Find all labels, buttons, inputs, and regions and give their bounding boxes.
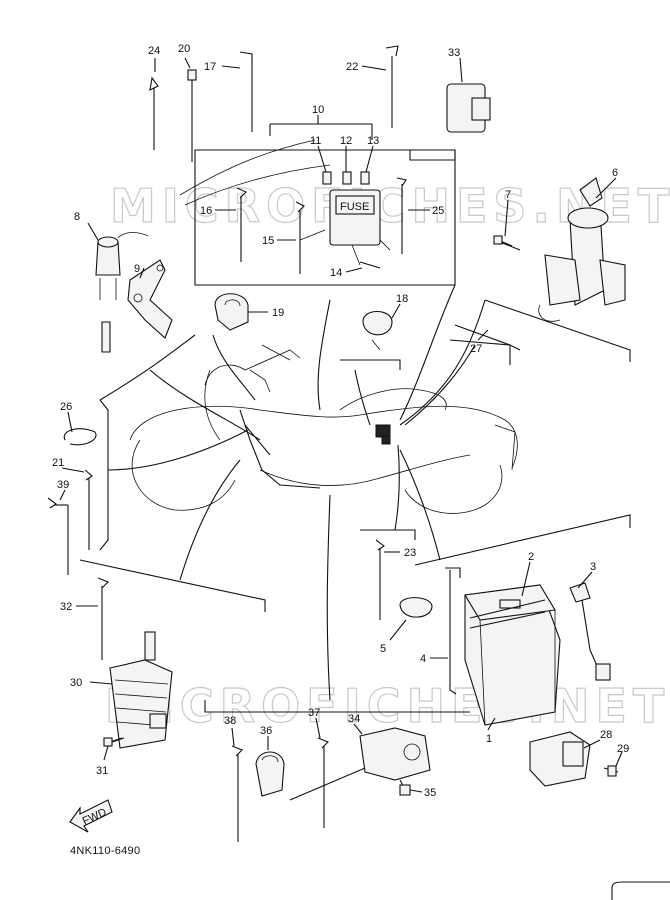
fuse-label: FUSE (340, 201, 369, 213)
callout-16: 16 (200, 205, 212, 217)
callout-26: 26 (60, 401, 72, 413)
callout-17: 17 (204, 61, 216, 73)
callout-6: 6 (612, 167, 618, 179)
callout-29: 29 (617, 743, 629, 755)
main-switch-6 (499, 177, 626, 322)
watermark-bottom: MICROFICHES.NET (105, 679, 670, 733)
group-leaders (79, 149, 631, 713)
callout-38: 38 (224, 715, 236, 727)
callout-19: 19 (272, 307, 284, 319)
callout-25: 25 (432, 205, 444, 217)
callout-36: 36 (260, 725, 272, 737)
callout-1: 1 (486, 733, 492, 745)
callout-24: 24 (148, 45, 160, 57)
lead-3 (569, 582, 611, 681)
rectifier-30 (109, 631, 173, 749)
band-5 (399, 597, 433, 618)
callout-39: 39 (57, 479, 69, 491)
callout-32: 32 (60, 601, 72, 613)
fwd-arrow: FWD (69, 799, 113, 833)
battery-1 (464, 584, 561, 726)
callout-13: 13 (367, 135, 379, 147)
callout-20: 20 (178, 43, 190, 55)
clamp-36 (255, 751, 285, 797)
page-corner-box (611, 881, 670, 900)
strap-parts (47, 45, 521, 842)
callout-23: 23 (404, 547, 416, 559)
regulator-28 (529, 731, 619, 787)
fuse-box: FUSE (179, 139, 391, 269)
callout-33: 33 (448, 47, 460, 59)
bracket-9 (127, 259, 173, 339)
callout-14: 14 (330, 267, 342, 279)
callout-30: 30 (70, 677, 82, 689)
horn-8 (95, 232, 149, 353)
callout-10: 10 (312, 104, 324, 116)
callout-9: 9 (134, 263, 140, 275)
motorcycle-outline (129, 344, 518, 514)
callout-28: 28 (600, 729, 612, 741)
callout-11: 11 (310, 135, 321, 147)
callout-18: 18 (396, 293, 408, 305)
callout-27: 27 (470, 343, 482, 355)
callout-4: 4 (420, 653, 426, 665)
callout-3: 3 (590, 561, 596, 573)
relay-33 (446, 83, 491, 133)
callout-leaders (59, 57, 623, 793)
clamp-18 (362, 310, 393, 351)
callout-8: 8 (74, 211, 80, 223)
callout-numbers: 1 2 3 4 5 6 7 8 9 10 11 12 13 14 15 16 1… (52, 43, 629, 799)
callout-5: 5 (380, 643, 386, 655)
diagram-part-code: 4NK110-6490 (70, 845, 141, 857)
callout-34: 34 (348, 713, 360, 725)
callout-21: 21 (52, 457, 64, 469)
callout-31: 31 (96, 765, 108, 777)
callout-2: 2 (528, 551, 534, 563)
callout-22: 22 (346, 61, 358, 73)
sidestand-switch-34 (289, 727, 431, 801)
bolts (103, 235, 617, 796)
callout-15: 15 (262, 235, 274, 247)
callout-12: 12 (340, 135, 352, 147)
clamp-19 (214, 293, 249, 331)
fwd-label: FWD (81, 806, 109, 827)
callout-37: 37 (308, 707, 320, 719)
callout-35: 35 (424, 787, 436, 799)
callout-7: 7 (505, 189, 511, 201)
